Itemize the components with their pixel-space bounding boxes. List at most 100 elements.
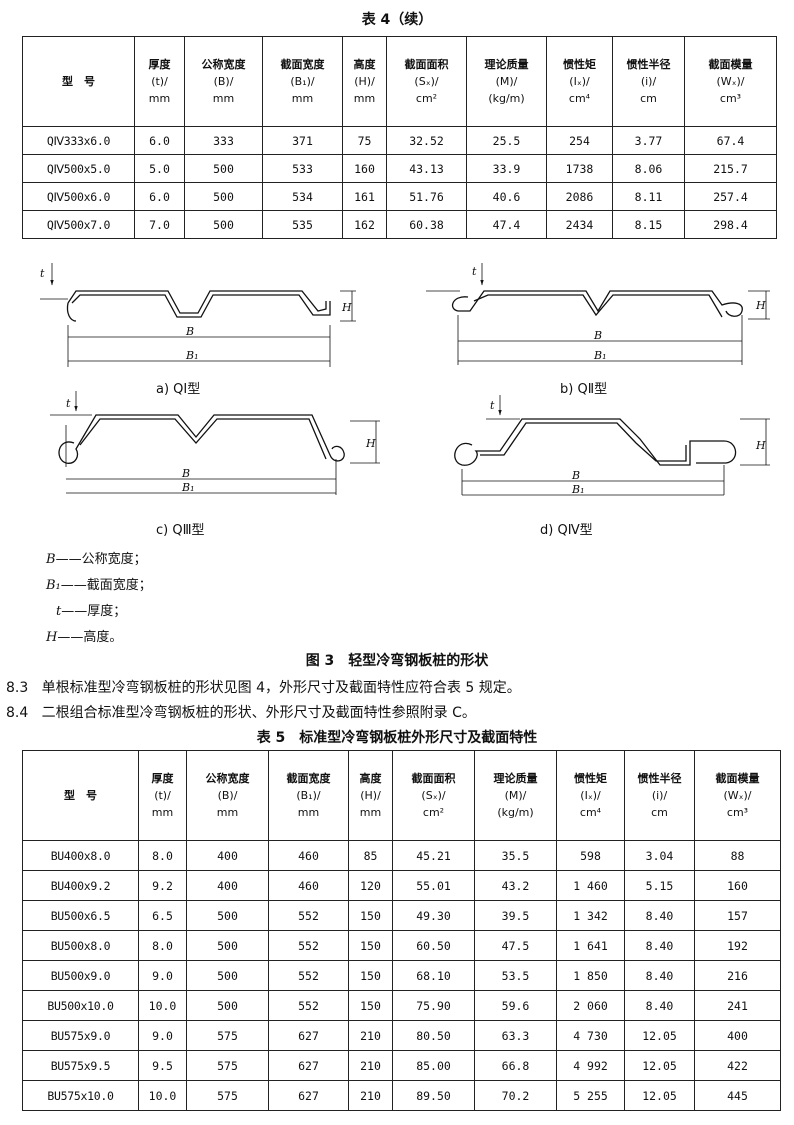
value-cell: 534 [262,182,343,211]
value-cell: 9.2 [138,870,187,901]
value-cell: 2434 [546,210,613,239]
value-cell: 192 [694,930,781,961]
dim-b1-d: B₁ [571,483,585,496]
value-cell: 598 [556,840,625,871]
value-cell: 33.9 [466,154,547,183]
value-cell: 4 992 [556,1050,625,1081]
column-header: 型 号 [22,36,135,127]
value-cell: 8.40 [624,960,695,991]
dim-b1-a: B₁ [185,349,199,362]
value-cell: 6.5 [138,900,187,931]
column-header: 型 号 [22,750,139,841]
dim-h-c: H [365,437,376,450]
value-cell: 88 [694,840,781,871]
value-cell: 400 [186,840,269,871]
panel-label-b: b) QⅡ型 [560,382,608,397]
figure3-legend: B——公称宽度； B₁——截面宽度； t——厚度； H——高度。 [46,547,152,651]
value-cell: 500 [186,900,269,931]
value-cell: 4 730 [556,1020,625,1051]
model-cell: QⅣ333x6.0 [22,126,135,155]
value-cell: 8.40 [624,990,695,1021]
value-cell: 162 [342,210,387,239]
header-line: 惯性半径 [637,772,682,785]
dim-b1-c: B₁ [181,481,195,494]
value-cell: 9.5 [138,1050,187,1081]
model-cell: BU575x10.0 [22,1080,139,1111]
value-cell: 10.0 [138,990,187,1021]
value-cell: 85 [348,840,393,871]
model-cell: BU575x9.5 [22,1050,139,1081]
value-cell: 47.4 [466,210,547,239]
header-line: (H)/ [354,75,375,88]
value-cell: 75 [342,126,387,155]
value-cell: 552 [268,930,349,961]
profile-qiii [50,391,380,495]
header-line: 公称宽度 [205,772,250,785]
dim-t-c: t [66,397,71,410]
value-cell: 43.2 [474,870,557,901]
value-cell: 210 [348,1020,393,1051]
value-cell: 1 850 [556,960,625,991]
value-cell: 12.05 [624,1050,695,1081]
figure3-drawings: t H B B₁ t H B B₁ t H B B₁ t H B B₁ [40,263,770,496]
value-cell: 68.10 [392,960,475,991]
model-cell: BU500x9.0 [22,960,139,991]
header-line: mm [291,92,314,105]
value-cell: 627 [268,1020,349,1051]
dim-b1-b: B₁ [593,349,607,362]
value-cell: 575 [186,1050,269,1081]
header-line: mm [297,806,320,819]
value-cell: 47.5 [474,930,557,961]
value-cell: 5.0 [134,154,185,183]
value-cell: 67.4 [684,126,777,155]
header-line: 厚度 [151,772,174,785]
value-cell: 210 [348,1050,393,1081]
header-line: cm⁴ [568,92,591,105]
panel-label-d: d) QⅣ型 [540,523,593,538]
dim-b-d: B [571,469,580,482]
value-cell: 49.30 [392,900,475,931]
value-cell: 9.0 [138,1020,187,1051]
header-line: (t)/ [154,789,171,802]
value-cell: 500 [184,154,263,183]
value-cell: 216 [694,960,781,991]
header-line: 截面面积 [411,772,456,785]
value-cell: 575 [186,1080,269,1111]
value-cell: 298.4 [684,210,777,239]
column-header: 高度(H)/mm [348,750,393,841]
header-line: 惯性矩 [563,58,596,71]
paragraph-8-3: 8.3 单根标准型冷弯钢板桩的形状见图 4，外形尺寸及截面特性应符合表 5 规定… [6,680,521,696]
column-header: 惯性矩(Iₓ)/cm⁴ [556,750,625,841]
value-cell: 552 [268,960,349,991]
value-cell: 400 [186,870,269,901]
value-cell: 500 [186,990,269,1021]
value-cell: 6.0 [134,182,185,211]
value-cell: 160 [694,870,781,901]
value-cell: 43.13 [386,154,467,183]
value-cell: 460 [268,840,349,871]
header-line: 截面宽度 [286,772,331,785]
header-line: mm [151,806,174,819]
header-line: (M)/ [495,75,518,88]
value-cell: 500 [186,930,269,961]
value-cell: 150 [348,990,393,1021]
value-cell: 500 [184,210,263,239]
value-cell: 500 [184,182,263,211]
dim-b-c: B [181,467,190,480]
column-header: 惯性半径(i)/cm [624,750,695,841]
value-cell: 552 [268,900,349,931]
header-line: 型 号 [62,75,95,88]
value-cell: 75.90 [392,990,475,1021]
panel-label-c: c) QⅢ型 [156,523,205,538]
value-cell: 333 [184,126,263,155]
value-cell: 66.8 [474,1050,557,1081]
header-line: (Iₓ)/ [580,789,601,802]
value-cell: 55.01 [392,870,475,901]
header-line: mm [148,92,171,105]
value-cell: 6.0 [134,126,185,155]
value-cell: 2086 [546,182,613,211]
